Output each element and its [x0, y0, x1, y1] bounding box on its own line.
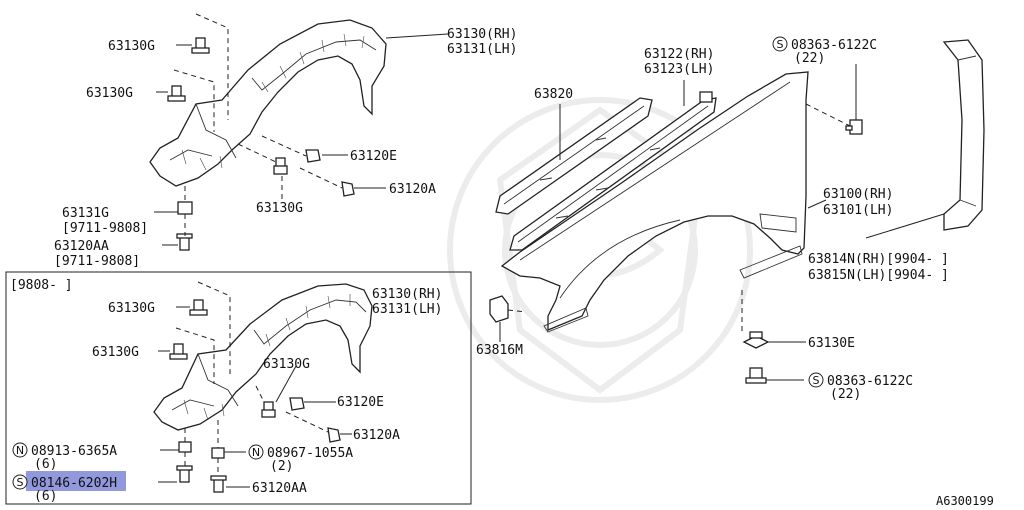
- seal-63820[interactable]: [495, 97, 653, 215]
- label-mudguard-lh: 63815N(LH)[9904- ]: [808, 268, 949, 283]
- selection-highlight: [26, 471, 126, 491]
- grommet-63816m[interactable]: [489, 295, 509, 323]
- bolt-bottom-08363[interactable]: [745, 367, 767, 384]
- label-inset-date-range: [9808- ]: [10, 278, 73, 293]
- clip-63120e[interactable]: [305, 149, 321, 163]
- inset-clip-63130g-3[interactable]: [261, 401, 276, 418]
- label-bolt-bottom: 08363-6122C: [827, 374, 913, 389]
- screw-63120aa[interactable]: [176, 233, 193, 251]
- clip-63130e[interactable]: [742, 331, 770, 349]
- bolt-bottom-symbol-letter: S: [813, 374, 820, 387]
- label-inset-clip-1: 63130G: [108, 301, 155, 316]
- label-date-range-1: [9711-9808]: [62, 221, 148, 236]
- clip-63130g-3[interactable]: [273, 157, 288, 175]
- label-inset-screw-aa: 63120AA: [252, 481, 307, 496]
- inset-clip-63130g-1[interactable]: [189, 299, 208, 316]
- label-inset-nut-n2: 08967-1055A: [267, 446, 353, 461]
- screw-symbol-s: [12, 474, 28, 490]
- label-inset-clip-2: 63130G: [92, 345, 139, 360]
- label-stay-rh: 63122(RH): [644, 47, 714, 62]
- nut-symbol-n2-letter: N: [252, 446, 260, 459]
- label-inset-protector-lh: 63131(LH): [372, 302, 442, 317]
- label-clip-63130e: 63130E: [808, 336, 855, 351]
- label-clip-63120a: 63120A: [389, 182, 436, 197]
- label-fender-rh: 63100(RH): [823, 187, 893, 202]
- inset-clip-63120a[interactable]: [327, 427, 341, 443]
- diagram-code: A6300199: [936, 494, 994, 508]
- label-inset-clip-3: 63130G: [263, 357, 310, 372]
- wheel-house-protector-inset[interactable]: [153, 283, 373, 431]
- inset-nut-n1[interactable]: [178, 441, 192, 453]
- label-inset-screw-s[interactable]: 08146-6202H: [31, 476, 117, 491]
- nut-symbol-n1-letter: N: [16, 444, 24, 457]
- label-inset-nut-n1: 08913-6365A: [31, 444, 117, 459]
- label-bolt-bottom-qty: (22): [830, 387, 861, 402]
- fender-group: [489, 39, 985, 384]
- front-fender[interactable]: [500, 71, 809, 333]
- label-inset-clip-e: 63120E: [337, 395, 384, 410]
- label-inset-clip-a: 63120A: [353, 428, 400, 443]
- nut-symbol-n1: [12, 442, 28, 458]
- label-grommet: 63816M: [476, 343, 523, 358]
- inset-protector-group: [153, 281, 373, 493]
- bolt-top-symbol: [772, 36, 788, 52]
- label-inset-protector-rh: 63130(RH): [372, 287, 442, 302]
- label-bolt-top: 08363-6122C: [791, 38, 877, 53]
- label-inset-screw-s-qty: (6): [34, 489, 57, 504]
- clip-63120a[interactable]: [341, 181, 355, 197]
- clip-63130g-2[interactable]: [167, 85, 186, 102]
- inset-clip-63130g-2[interactable]: [169, 343, 188, 360]
- bolt-bottom-symbol: [808, 372, 824, 388]
- clip-63130g-1[interactable]: [191, 37, 210, 54]
- upper-protector-group: [149, 13, 449, 251]
- label-clip-63130g-2: 63130G: [86, 86, 133, 101]
- label-fender-lh: 63101(LH): [823, 203, 893, 218]
- label-stay-lh: 63123(LH): [644, 62, 714, 77]
- label-mudguard-rh: 63814N(RH)[9904- ]: [808, 252, 949, 267]
- label-clip-63130g-3: 63130G: [256, 201, 303, 216]
- label-bolt-top-qty: (22): [794, 51, 825, 66]
- inset-screw-63120aa[interactable]: [210, 475, 227, 493]
- wheel-house-protector-upper[interactable]: [149, 19, 387, 187]
- inset-nut-n2[interactable]: [211, 447, 225, 459]
- label-protector-rh: 63130(RH): [447, 27, 517, 42]
- label-date-range-2: [9711-9808]: [54, 254, 140, 269]
- label-inset-nut-n1-qty: (6): [34, 457, 57, 472]
- label-clip-63130g-1: 63130G: [108, 39, 155, 54]
- bolt-top-symbol-letter: S: [777, 38, 784, 51]
- label-inset-nut-n2-qty: (2): [270, 459, 293, 474]
- inset-clip-63120e[interactable]: [289, 397, 305, 411]
- label-screw-63120aa: 63120AA: [54, 239, 109, 254]
- inset-screw-s[interactable]: [176, 465, 193, 483]
- nut-symbol-n2: [248, 444, 264, 460]
- inset-frame: [5, 271, 472, 505]
- label-clip-63120e: 63120E: [350, 149, 397, 164]
- bolt-top-08363[interactable]: [845, 119, 863, 135]
- label-seal-63820: 63820: [534, 87, 573, 102]
- label-protector-lh: 63131(LH): [447, 42, 517, 57]
- screw-symbol-s-letter: S: [17, 476, 24, 489]
- mud-guard-63814n[interactable]: [942, 39, 985, 231]
- label-protector-63131g: 63131G: [62, 206, 109, 221]
- protector-63131g[interactable]: [177, 201, 193, 215]
